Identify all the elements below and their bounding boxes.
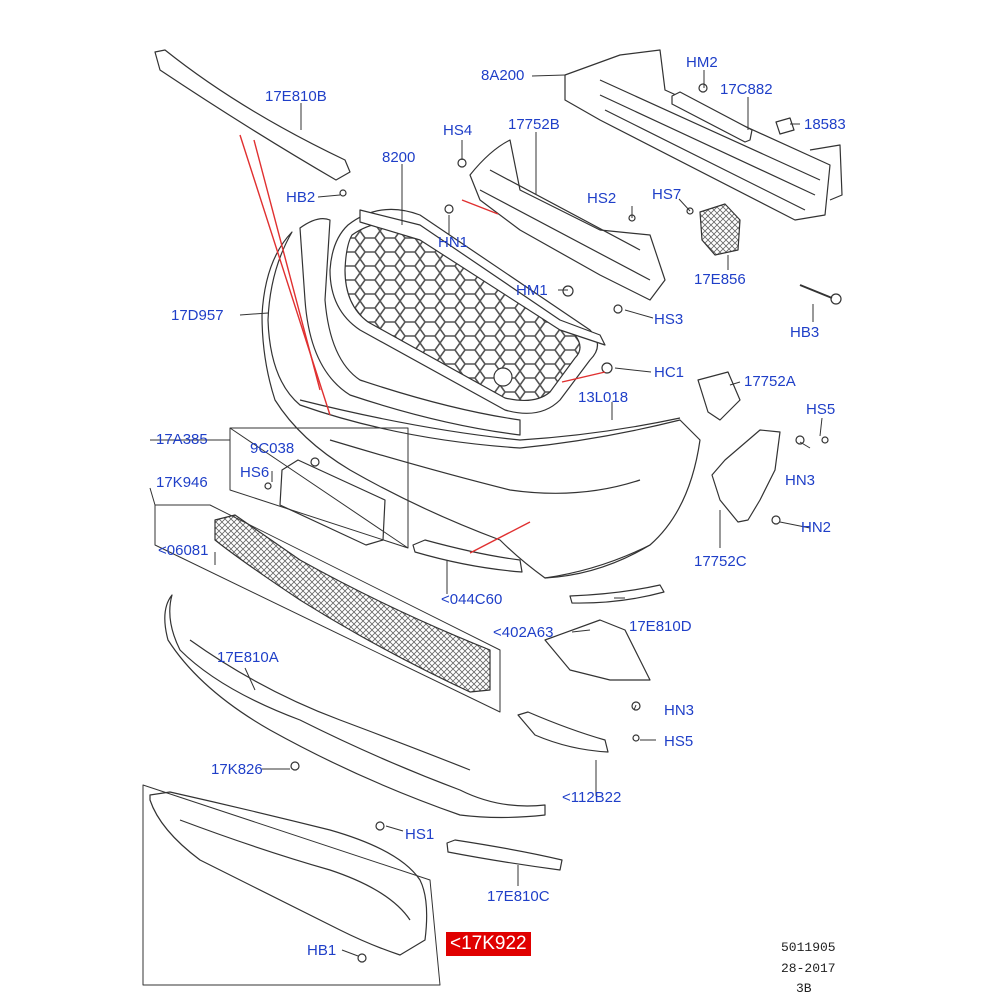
label-hs4: HS4 [443, 122, 473, 139]
label-17e810c: 17E810C [487, 888, 550, 905]
fog-trim [412, 539, 523, 573]
reinforcement-beam [564, 49, 831, 221]
label-17k946: 17K946 [156, 474, 208, 491]
trim-strip-d [569, 584, 665, 604]
label-hb2: HB2 [286, 189, 316, 206]
label-8200: 8200 [382, 149, 416, 166]
label-hs6: HS6 [240, 464, 270, 481]
label-hn1: HN1 [438, 234, 469, 251]
label-hs5-upper: HS5 [806, 401, 836, 418]
label-17k826: 17K826 [211, 761, 263, 778]
label-hc1: HC1 [654, 364, 685, 381]
kit-box-17a385 [229, 427, 409, 549]
label-13l018: 13L018 [578, 389, 629, 406]
label-hm2: HM2 [686, 54, 718, 71]
highlight-label-17k922: <17K922 [446, 932, 531, 956]
label-9c038: 9C038 [250, 440, 295, 457]
label-17752b: 17752B [508, 116, 560, 133]
label-hb1: HB1 [307, 942, 337, 959]
label-hn3-upper: HN3 [785, 472, 816, 489]
label-hs7: HS7 [652, 186, 682, 203]
label-hs3: HS3 [654, 311, 684, 328]
footer-date: 28-2017 [781, 961, 836, 976]
label-17c882: 17C882 [720, 81, 773, 98]
trim-strip-c [446, 839, 563, 871]
trim-strip-upper [154, 49, 351, 181]
label-17a385: 17A385 [156, 431, 208, 448]
label-112b22: <112B22 [562, 789, 622, 806]
label-hn3-lower: HN3 [664, 702, 695, 719]
splash-shield [149, 791, 428, 956]
label-17752a: 17752A [744, 373, 796, 390]
label-hs5-lower: HS5 [664, 733, 694, 750]
footer-rev: 3B [796, 981, 812, 996]
label-hm1: HM1 [516, 282, 548, 299]
bracket-17752c [711, 429, 781, 523]
kit-box-17k922 [142, 784, 441, 986]
trim-strip-112b22 [517, 711, 609, 753]
label-17e810b: 17E810B [265, 88, 327, 105]
label-17d957: 17D957 [171, 307, 224, 324]
label-17e810a: 17E810A [217, 649, 279, 666]
label-17e856: 17E856 [694, 271, 746, 288]
footer-code: 5011905 [781, 940, 836, 955]
label-17e810d: 17E810D [629, 618, 692, 635]
label-hn2: HN2 [801, 519, 832, 536]
label-hs2: HS2 [587, 190, 617, 207]
label-06081: <06081 [158, 542, 209, 559]
label-8a200: 8A200 [481, 67, 525, 84]
label-402a63: <402A63 [493, 624, 554, 641]
upper-bracket [469, 139, 666, 301]
kit-box-17k946 [154, 504, 501, 713]
lower-spoiler [164, 594, 546, 819]
absorber-bar [671, 91, 753, 143]
corner-bracket [544, 619, 651, 681]
lower-grille [214, 514, 491, 693]
label-17752c: 17752C [694, 553, 747, 570]
label-18583: 18583 [804, 116, 846, 133]
label-hs1: HS1 [405, 826, 435, 843]
label-hb3: HB3 [790, 324, 820, 341]
side-bracket [699, 203, 741, 256]
bracket-17752a [697, 371, 741, 421]
label-044c60: <044C60 [441, 591, 503, 608]
